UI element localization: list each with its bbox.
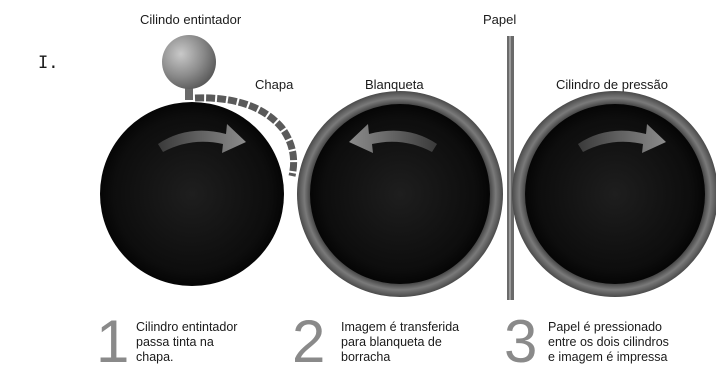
label-paper: Papel bbox=[483, 12, 517, 27]
step-1-line-3: chapa. bbox=[136, 350, 174, 364]
blanket-cylinder-counterclockwise-arrow bbox=[349, 124, 437, 153]
step-3-line-1: Papel é pressionado bbox=[548, 320, 662, 334]
step-3-text: Papel é pressionado entre os dois cilind… bbox=[548, 320, 669, 365]
label-blanket: Blanqueta bbox=[365, 77, 424, 92]
step-2-line-3: borracha bbox=[341, 350, 391, 364]
pressure-cylinder-clockwise-arrow bbox=[578, 124, 666, 153]
step-1-text: Cilindro entintador passa tinta na chapa… bbox=[136, 320, 237, 365]
pressure-cylinder bbox=[525, 104, 705, 284]
label-inking-cylinder: Cilindo entintador bbox=[140, 12, 242, 27]
step-2-line-1: Imagem é transferida bbox=[341, 320, 460, 334]
roman-numeral-marker: I. bbox=[38, 53, 59, 73]
step-3-line-2: entre os dois cilindros bbox=[548, 335, 669, 349]
plate-cylinder bbox=[100, 102, 284, 286]
step-2-text: Imagem é transferida para blanqueta de b… bbox=[341, 320, 459, 365]
step-3-line-3: e imagem é impressa bbox=[548, 350, 668, 364]
label-plate: Chapa bbox=[255, 77, 294, 92]
plate-cylinder-clockwise-arrow bbox=[158, 124, 246, 153]
step-2-number: 2 bbox=[292, 308, 326, 375]
label-pressure-cylinder: Cilindro de pressão bbox=[556, 77, 669, 92]
inking-cylinder bbox=[162, 35, 216, 89]
paper-sheet-highlight bbox=[509, 36, 511, 300]
blanket-cylinder bbox=[310, 104, 490, 284]
step-1-number: 1 bbox=[96, 308, 130, 375]
plate-chapa bbox=[194, 94, 298, 177]
step-3-number: 3 bbox=[504, 308, 538, 375]
step-1-line-2: passa tinta na bbox=[136, 335, 214, 349]
step-2-line-2: para blanqueta de bbox=[341, 335, 442, 349]
step-1-line-1: Cilindro entintador bbox=[136, 320, 238, 334]
inking-cylinder-shaft bbox=[185, 88, 193, 100]
